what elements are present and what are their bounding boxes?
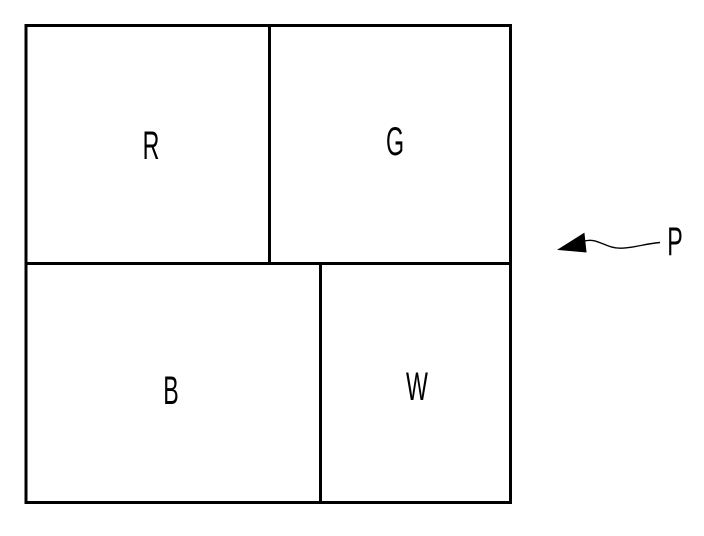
region-label-b: B [162,369,179,413]
region-label-r: R [142,124,159,168]
region-label-g: G [385,120,404,164]
region-label-w: W [406,365,428,409]
pointer-leader-line [582,239,661,249]
pointer-arrowhead-icon [556,232,587,253]
pointer-label-p: P [667,220,683,264]
